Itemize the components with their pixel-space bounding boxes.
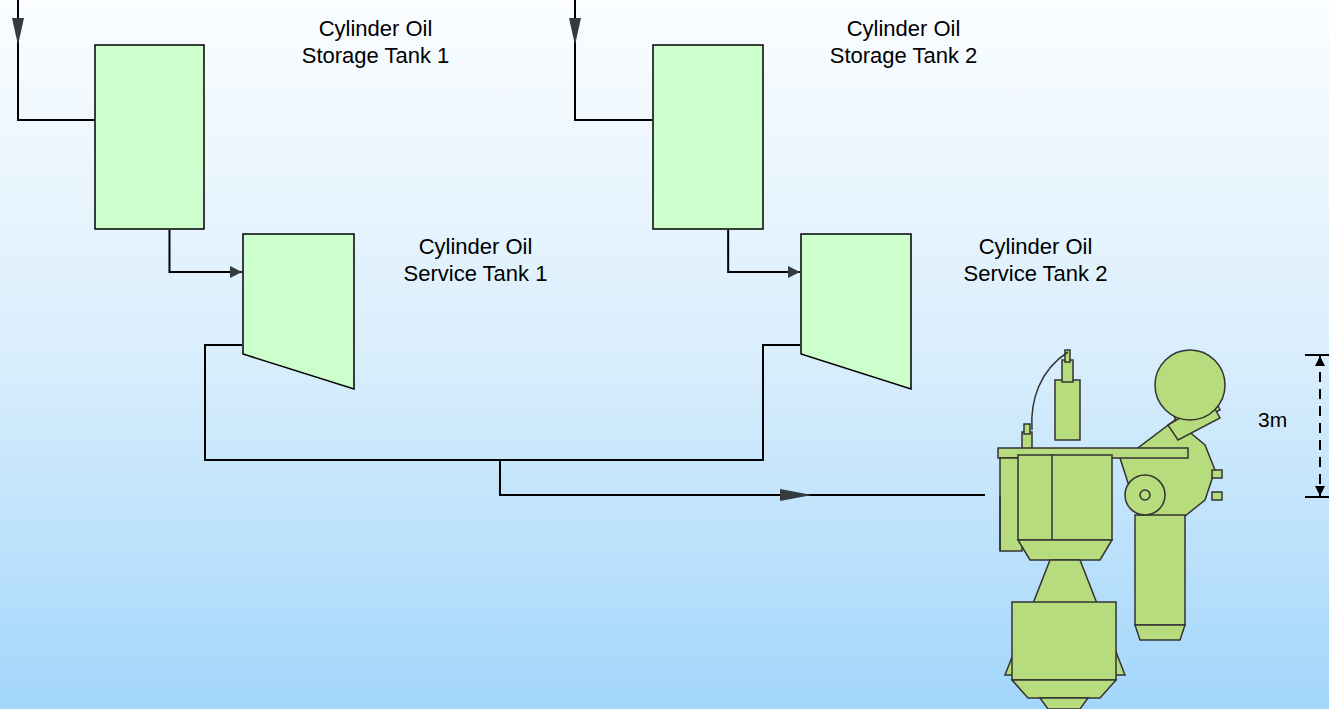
dimension-label: 3m <box>1258 408 1287 432</box>
dimension-arrowhead <box>1315 356 1325 496</box>
service-tank: Cylinder Oil Service Tank 2 <box>800 233 912 390</box>
tank-shape <box>801 234 911 389</box>
main-engine <box>998 350 1225 709</box>
tank-outline <box>242 233 355 390</box>
flow-arrowhead <box>780 489 812 501</box>
dimension-line <box>1305 355 1329 497</box>
transfer-pipe <box>728 230 800 272</box>
tank-label: Cylinder Oil Service Tank 1 <box>388 233 563 287</box>
storage-tank: Cylinder Oil Storage Tank 2 <box>652 44 764 230</box>
tank-shape <box>95 45 204 229</box>
service-tank: Cylinder Oil Service Tank 1 <box>242 233 355 390</box>
tank-outline <box>94 44 205 230</box>
flow-arrowhead <box>12 18 581 45</box>
tank-outline <box>652 44 764 230</box>
tank-label: Cylinder Oil Service Tank 2 <box>948 233 1123 287</box>
tank-outline <box>800 233 912 390</box>
storage-tank: Cylinder Oil Storage Tank 1 <box>94 44 205 230</box>
engine-frame-edge <box>999 495 1001 551</box>
tank-shape <box>653 45 763 229</box>
tank-label: Cylinder Oil Storage Tank 1 <box>288 15 463 69</box>
tank-shape <box>243 234 354 389</box>
tank-label: Cylinder Oil Storage Tank 2 <box>816 15 991 69</box>
transfer-pipe <box>169 230 242 272</box>
